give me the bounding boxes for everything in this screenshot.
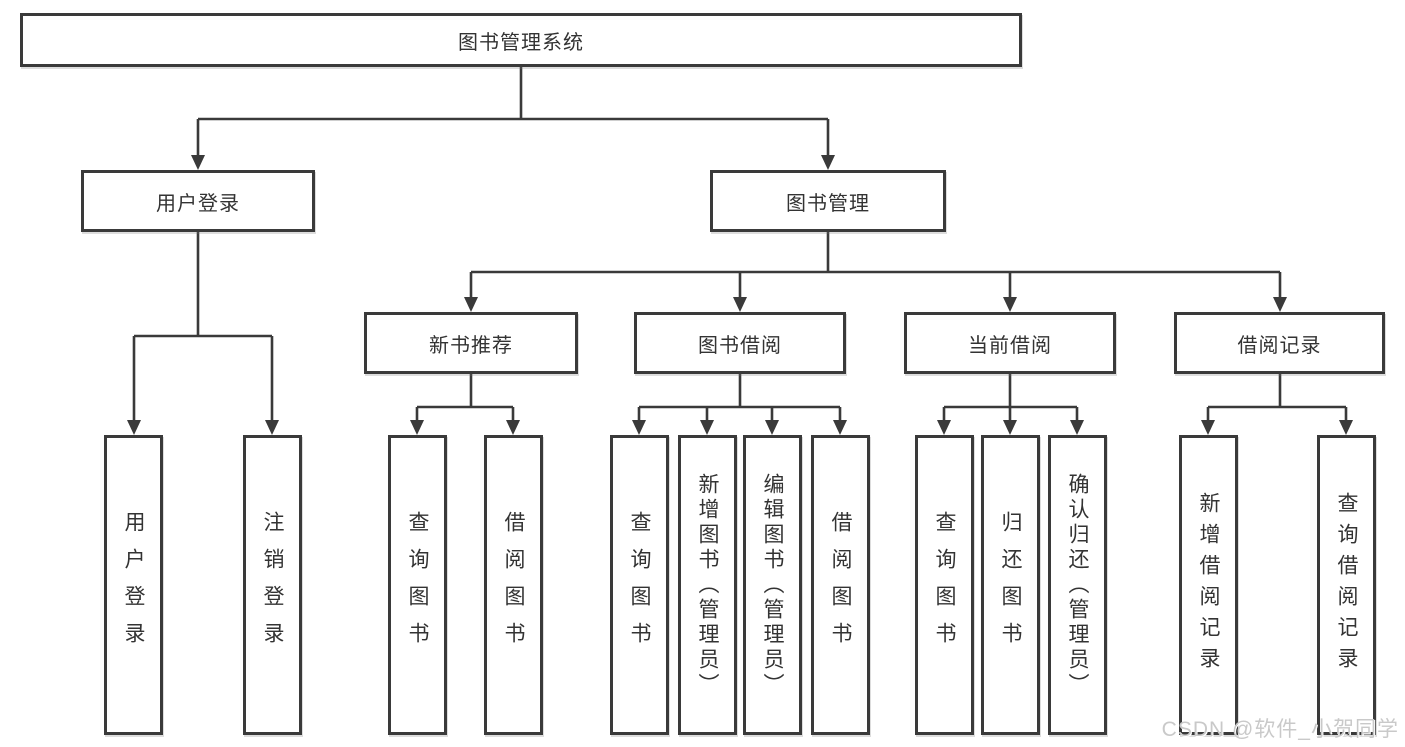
node-user-login: 用户登录: [81, 170, 315, 232]
node-new-book-recommend: 新书推荐: [364, 312, 578, 374]
node-label: 借阅记录: [1237, 334, 1322, 357]
node-book-borrow: 图书借阅: [634, 312, 846, 374]
node-leaf-add-borrow-record: 新增借阅记录: [1179, 435, 1238, 735]
node-label: 新增借阅记录: [1197, 492, 1220, 678]
node-book-management: 图书管理: [710, 170, 946, 232]
node-label: 用户登录: [122, 511, 145, 659]
node-label: 查询图书: [933, 511, 956, 659]
node-leaf-query-books-1: 查询图书: [388, 435, 447, 735]
node-leaf-add-books-admin: 新增图书（管理员）: [678, 435, 737, 735]
node-label: 归还图书: [999, 511, 1022, 659]
node-library-system: 图书管理系统: [20, 13, 1022, 67]
node-label: 编辑图书（管理员）: [761, 472, 784, 698]
node-leaf-return-books: 归还图书: [981, 435, 1040, 735]
node-label: 查询图书: [406, 511, 429, 659]
node-label: 注销登录: [261, 511, 284, 659]
node-label: 图书管理: [786, 192, 870, 215]
node-leaf-borrow-books-1: 借阅图书: [484, 435, 543, 735]
node-label: 新增图书（管理员）: [696, 472, 719, 698]
node-label: 图书管理系统: [458, 31, 584, 54]
node-label: 当前借阅: [968, 334, 1052, 357]
node-label: 借阅图书: [502, 511, 525, 659]
node-leaf-query-borrow-record: 查询借阅记录: [1317, 435, 1376, 735]
node-borrow-records: 借阅记录: [1174, 312, 1385, 374]
node-label: 图书借阅: [698, 334, 782, 357]
node-leaf-query-books-3: 查询图书: [915, 435, 974, 735]
node-leaf-user-login: 用户登录: [104, 435, 163, 735]
node-leaf-edit-books-admin: 编辑图书（管理员）: [743, 435, 802, 735]
node-leaf-confirm-return-admin: 确认归还（管理员）: [1048, 435, 1107, 735]
node-label: 借阅图书: [829, 511, 852, 659]
node-leaf-logout: 注销登录: [243, 435, 302, 735]
node-label: 用户登录: [156, 192, 240, 215]
node-current-borrow: 当前借阅: [904, 312, 1116, 374]
node-label: 查询借阅记录: [1335, 492, 1358, 678]
node-label: 查询图书: [628, 511, 651, 659]
csdn-watermark: CSDN @软件_小贺同学: [1161, 718, 1399, 741]
node-label: 新书推荐: [429, 334, 513, 357]
node-leaf-query-books-2: 查询图书: [610, 435, 669, 735]
node-label: 确认归还（管理员）: [1066, 472, 1089, 698]
node-leaf-borrow-books-2: 借阅图书: [811, 435, 870, 735]
